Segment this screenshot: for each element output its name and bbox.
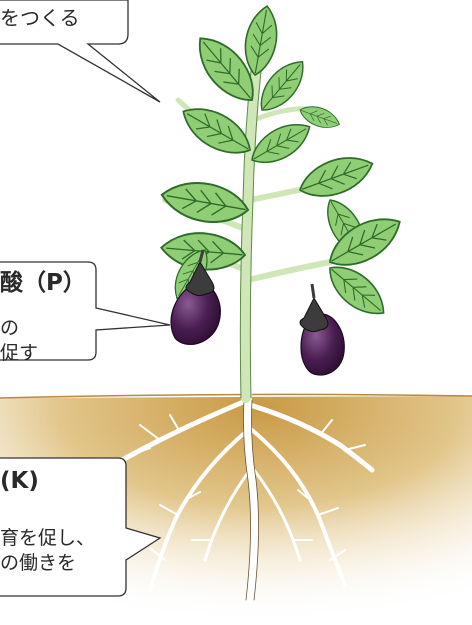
soil-surface-line: [0, 393, 472, 399]
callout-phosphorus-box: [0, 261, 171, 361]
callout-potassium-line2: の働きを: [0, 552, 77, 574]
callout-potassium-heading: (K): [0, 468, 39, 494]
eggplant-left: [170, 249, 221, 346]
callout-phosphorus-line1: の: [0, 317, 20, 339]
eggplant-right: [299, 283, 345, 376]
callout-leaves-text: をつくる: [0, 6, 80, 30]
callout-potassium-box: [0, 457, 162, 597]
callout-leaves-box: [0, 0, 161, 103]
callout-phosphorus-line2: 促す: [0, 342, 39, 364]
root-outline: [243, 399, 259, 601]
callout-phosphorus-heading: 酸（P）: [0, 270, 86, 296]
callout-potassium-line1: 育を促し、: [0, 527, 96, 549]
